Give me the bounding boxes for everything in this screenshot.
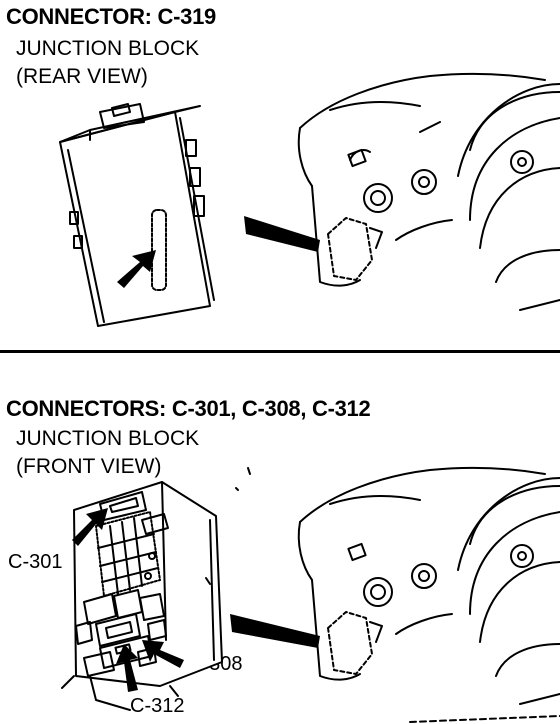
- arrow-c312: [116, 644, 138, 692]
- section1-heading: CONNECTOR: C-319: [6, 4, 216, 29]
- section1-subtitle-line1: JUNCTION BLOCK: [16, 37, 200, 60]
- arrow-c319: [117, 250, 156, 288]
- section2-subtitle-line2: (FRONT VIEW): [16, 455, 162, 478]
- dashboard-location-view-1: [244, 72, 560, 311]
- arrow-c301: [72, 508, 108, 546]
- arrow-c308: [142, 640, 184, 668]
- section2-heading: CONNECTORS: C-301, C-308, C-312: [6, 396, 371, 421]
- pointer-c319: [244, 216, 320, 252]
- section2-subtitle-line1: JUNCTION BLOCK: [16, 427, 200, 450]
- pointer-c301-c308-c312: [230, 614, 320, 648]
- dashboard-location-view-2: [230, 466, 560, 723]
- junction-block-front-view: [61, 481, 223, 711]
- callout-c301-label: C-301: [8, 551, 63, 573]
- callout-c312-label: C-312: [130, 695, 185, 717]
- section-divider: [0, 350, 560, 353]
- junction-block-rear-view: [59, 103, 215, 327]
- section1-subtitle-line2: (REAR VIEW): [16, 65, 148, 88]
